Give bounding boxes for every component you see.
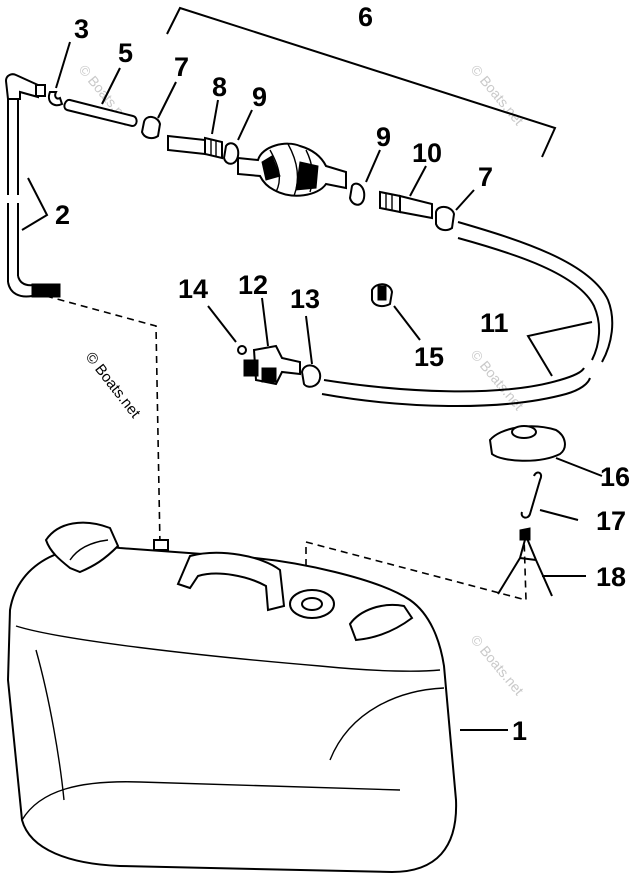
callout-7b: 7 (478, 162, 493, 192)
callout-14: 14 (178, 274, 208, 304)
callout-11: 11 (480, 308, 509, 338)
primer-bulb (237, 142, 347, 197)
callout-15: 15 (414, 342, 444, 372)
clamp-part-9b (348, 149, 381, 206)
callout-8: 8 (212, 72, 227, 102)
callout-9b: 9 (376, 122, 391, 152)
clamp-part-9a (222, 109, 253, 165)
clamp-part-3 (48, 91, 64, 107)
fuel-cap-part-16 (488, 425, 603, 477)
clamp-part-7a (140, 81, 177, 140)
clamp-part-13 (300, 315, 322, 388)
watermark-faint-5: © Boats.net (468, 632, 527, 699)
clamp-part-7b (435, 189, 475, 232)
hook-part-17 (520, 471, 579, 521)
hose-part-5 (63, 67, 138, 128)
callout-5: 5 (118, 38, 133, 68)
watermark-faint-2: © Boats.net (468, 62, 527, 129)
fuel-line-part-2 (4, 73, 61, 298)
retainer-part-15 (371, 283, 421, 341)
callout-12: 12 (238, 270, 268, 300)
callout-7a: 7 (174, 52, 189, 82)
callout-2: 2 (55, 200, 70, 230)
connector-part-8 (167, 99, 223, 160)
callout-9a: 9 (252, 82, 267, 112)
callout-1: 1 (512, 716, 527, 746)
connector-part-10 (379, 165, 433, 220)
callout-10: 10 (412, 138, 442, 168)
callout-17: 17 (596, 506, 626, 536)
fuel-connector-part-12 (243, 297, 301, 386)
callout-6: 6 (358, 2, 373, 32)
callout-13: 13 (290, 284, 320, 314)
callout-18: 18 (596, 562, 626, 592)
fuel-tank-part-1 (6, 521, 508, 874)
callout-16: 16 (600, 462, 630, 492)
watermark-main: © Boats.net (82, 349, 144, 422)
callout-3: 3 (74, 14, 89, 44)
fuel-hose-part-11 (321, 221, 614, 407)
o-ring-part-14 (207, 305, 247, 355)
tether-part-18 (497, 527, 586, 597)
callout-numbers: 1 2 3 5 6 7 8 9 9 10 7 11 12 13 14 15 16… (55, 2, 630, 746)
bracket-part-6 (166, 6, 557, 158)
